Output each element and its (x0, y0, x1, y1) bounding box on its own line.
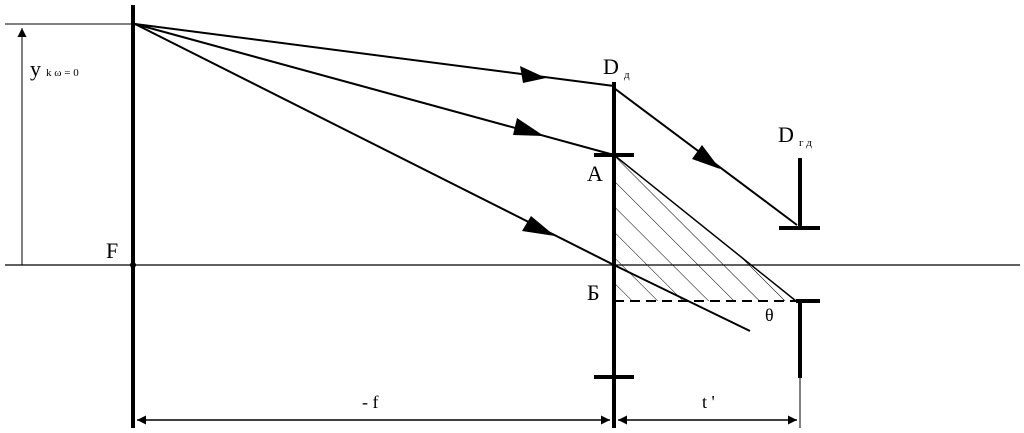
ray-3-continuation (613, 264, 751, 332)
label-B: Б (587, 280, 600, 305)
ray-2-arrowhead (513, 118, 544, 136)
label-D1: D (603, 54, 619, 79)
ray-d1-arrowhead (692, 145, 720, 169)
hatch-edge-line (613, 154, 797, 302)
label-F: F (106, 238, 118, 263)
ray-3-arrowhead (522, 216, 555, 236)
label-A: A (587, 161, 603, 186)
label-y-sub: k ω = 0 (46, 67, 79, 79)
label-t: t ' (702, 392, 715, 412)
label-D2: D (778, 122, 794, 147)
focal-point (130, 262, 136, 268)
label-D2-sub: г д (799, 137, 812, 149)
ray-1-arrowhead (520, 66, 546, 83)
label-f: - f (362, 392, 379, 412)
label-theta: θ (765, 305, 774, 325)
label-y: y (30, 56, 41, 81)
label-D1-sub: д (624, 69, 630, 81)
